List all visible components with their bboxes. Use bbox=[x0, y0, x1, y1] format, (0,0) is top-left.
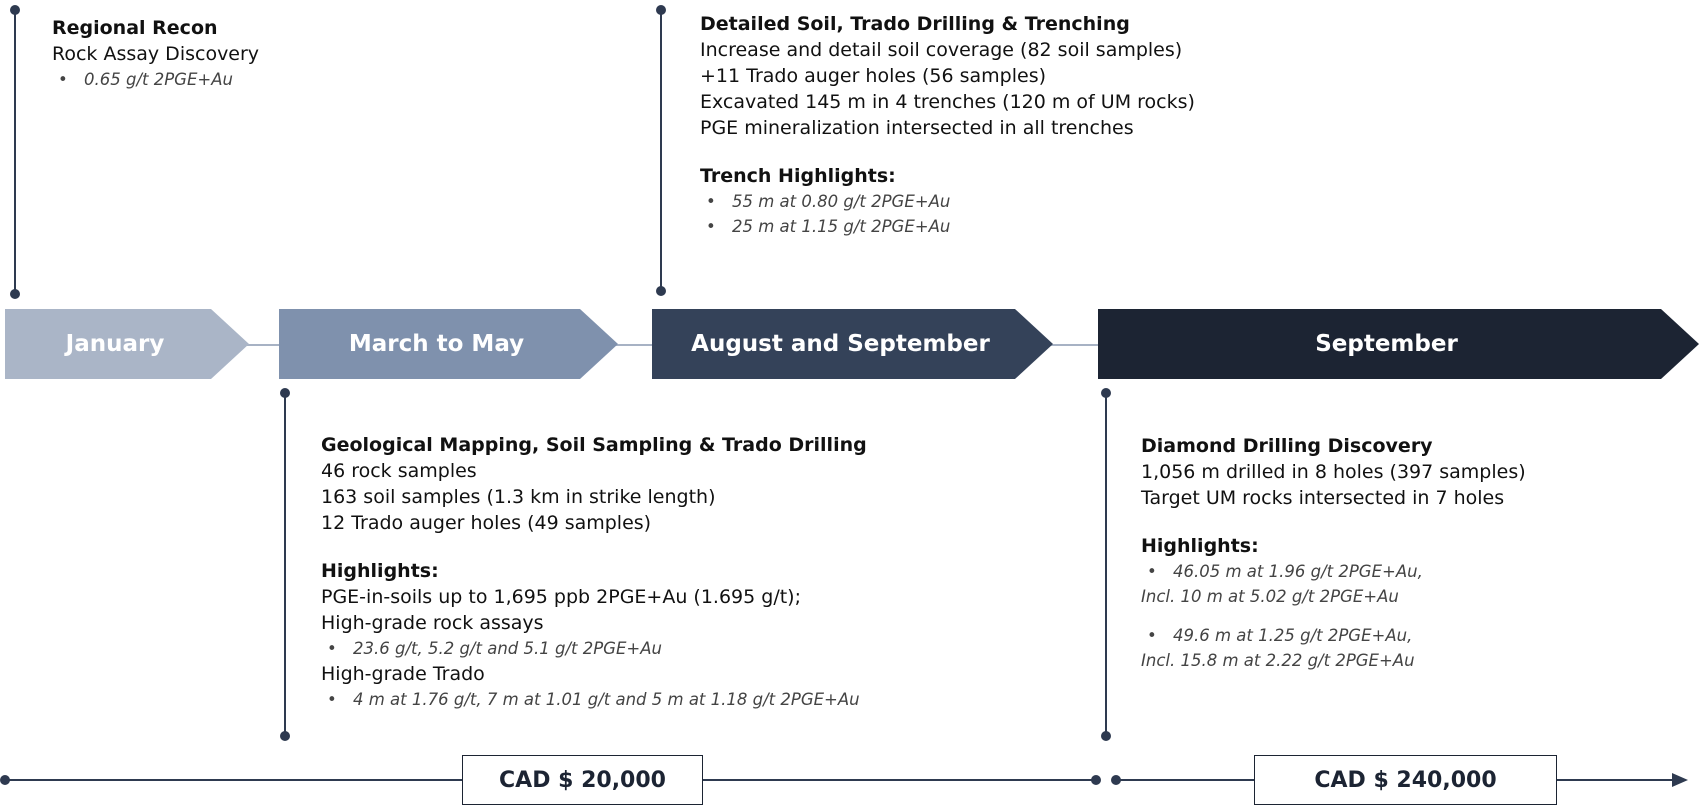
phase-label: August and September bbox=[691, 331, 990, 357]
bullet-item: 55 m at 0.80 g/t 2PGE+Au bbox=[700, 189, 1195, 214]
phase-label: March to May bbox=[348, 331, 525, 357]
block-line: 1,056 m drilled in 8 holes (397 samples) bbox=[1141, 461, 1526, 483]
block-line: 46 rock samples bbox=[321, 460, 477, 482]
block-line: 12 Trado auger holes (49 samples) bbox=[321, 512, 652, 534]
budget-dot bbox=[0, 775, 10, 785]
bullet-item: 0.65 g/t 2PGE+Au bbox=[52, 67, 259, 92]
phase-august-september: August and September bbox=[652, 309, 1053, 379]
block-line: Increase and detail soil coverage (82 so… bbox=[700, 39, 1183, 61]
budget-dot bbox=[1091, 775, 1101, 785]
bullet-item: 49.6 m at 1.25 g/t 2PGE+Au, bbox=[1141, 623, 1526, 648]
highlight-line: High-grade Trado bbox=[321, 663, 485, 685]
highlight-line: High-grade rock assays bbox=[321, 612, 544, 634]
bullet-continuation: Incl. 10 m at 5.02 g/t 2PGE+Au bbox=[1141, 587, 1399, 606]
budget-label: CAD $ 20,000 bbox=[499, 767, 666, 793]
block-title: Detailed Soil, Trado Drilling & Trenchin… bbox=[700, 13, 1130, 35]
connector-dot bbox=[1101, 731, 1111, 741]
block-title: Regional Recon bbox=[52, 17, 218, 39]
phase-september: September bbox=[1098, 309, 1699, 379]
block-line: Excavated 145 m in 4 trenches (120 m of … bbox=[700, 91, 1195, 113]
highlights-title: Highlights: bbox=[1141, 535, 1259, 557]
budget-box-phase-2: CAD $ 240,000 bbox=[1254, 755, 1557, 805]
bullet-continuation: Incl. 15.8 m at 2.22 g/t 2PGE+Au bbox=[1141, 651, 1415, 670]
bullet-item: 4 m at 1.76 g/t, 7 m at 1.01 g/t and 5 m… bbox=[321, 687, 867, 712]
block-title: Geological Mapping, Soil Sampling & Trad… bbox=[321, 434, 867, 456]
block-january: Regional Recon Rock Assay Discovery 0.65… bbox=[52, 15, 259, 92]
phase-label: September bbox=[1315, 331, 1458, 357]
phase-march-to-may: March to May bbox=[279, 309, 618, 379]
budget-dot bbox=[1111, 775, 1121, 785]
highlight-line: PGE-in-soils up to 1,695 ppb 2PGE+Au (1.… bbox=[321, 586, 801, 608]
block-line: Rock Assay Discovery bbox=[52, 43, 260, 65]
block-september: Diamond Drilling Discovery 1,056 m drill… bbox=[1141, 433, 1526, 673]
connector-dot bbox=[280, 388, 290, 398]
block-line: PGE mineralization intersected in all tr… bbox=[700, 117, 1134, 139]
connector-dot bbox=[1101, 388, 1111, 398]
block-march-may: Geological Mapping, Soil Sampling & Trad… bbox=[321, 432, 867, 712]
connector-dot bbox=[656, 5, 666, 15]
connector-dot bbox=[10, 289, 20, 299]
connector-dot bbox=[10, 5, 20, 15]
budget-label: CAD $ 240,000 bbox=[1314, 767, 1497, 793]
bullet-item: 23.6 g/t, 5.2 g/t and 5.1 g/t 2PGE+Au bbox=[321, 636, 867, 661]
block-line: +11 Trado auger holes (56 samples) bbox=[700, 65, 1047, 87]
arrowhead-icon bbox=[1672, 773, 1688, 787]
highlights-title: Highlights: bbox=[321, 560, 439, 582]
spacer bbox=[1141, 609, 1526, 623]
phase-january: January bbox=[5, 309, 249, 379]
connector-dot bbox=[280, 731, 290, 741]
block-line: 163 soil samples (1.3 km in strike lengt… bbox=[321, 486, 716, 508]
bullet-item: 46.05 m at 1.96 g/t 2PGE+Au, bbox=[1141, 559, 1526, 584]
block-line: Target UM rocks intersected in 7 holes bbox=[1141, 487, 1505, 509]
highlights-title: Trench Highlights: bbox=[700, 165, 896, 187]
block-title: Diamond Drilling Discovery bbox=[1141, 435, 1433, 457]
connector-dot bbox=[656, 286, 666, 296]
phase-label: January bbox=[65, 331, 165, 357]
block-aug-sep: Detailed Soil, Trado Drilling & Trenchin… bbox=[700, 11, 1195, 239]
budget-box-phase-1: CAD $ 20,000 bbox=[462, 755, 703, 805]
bullet-item: 25 m at 1.15 g/t 2PGE+Au bbox=[700, 214, 1195, 239]
